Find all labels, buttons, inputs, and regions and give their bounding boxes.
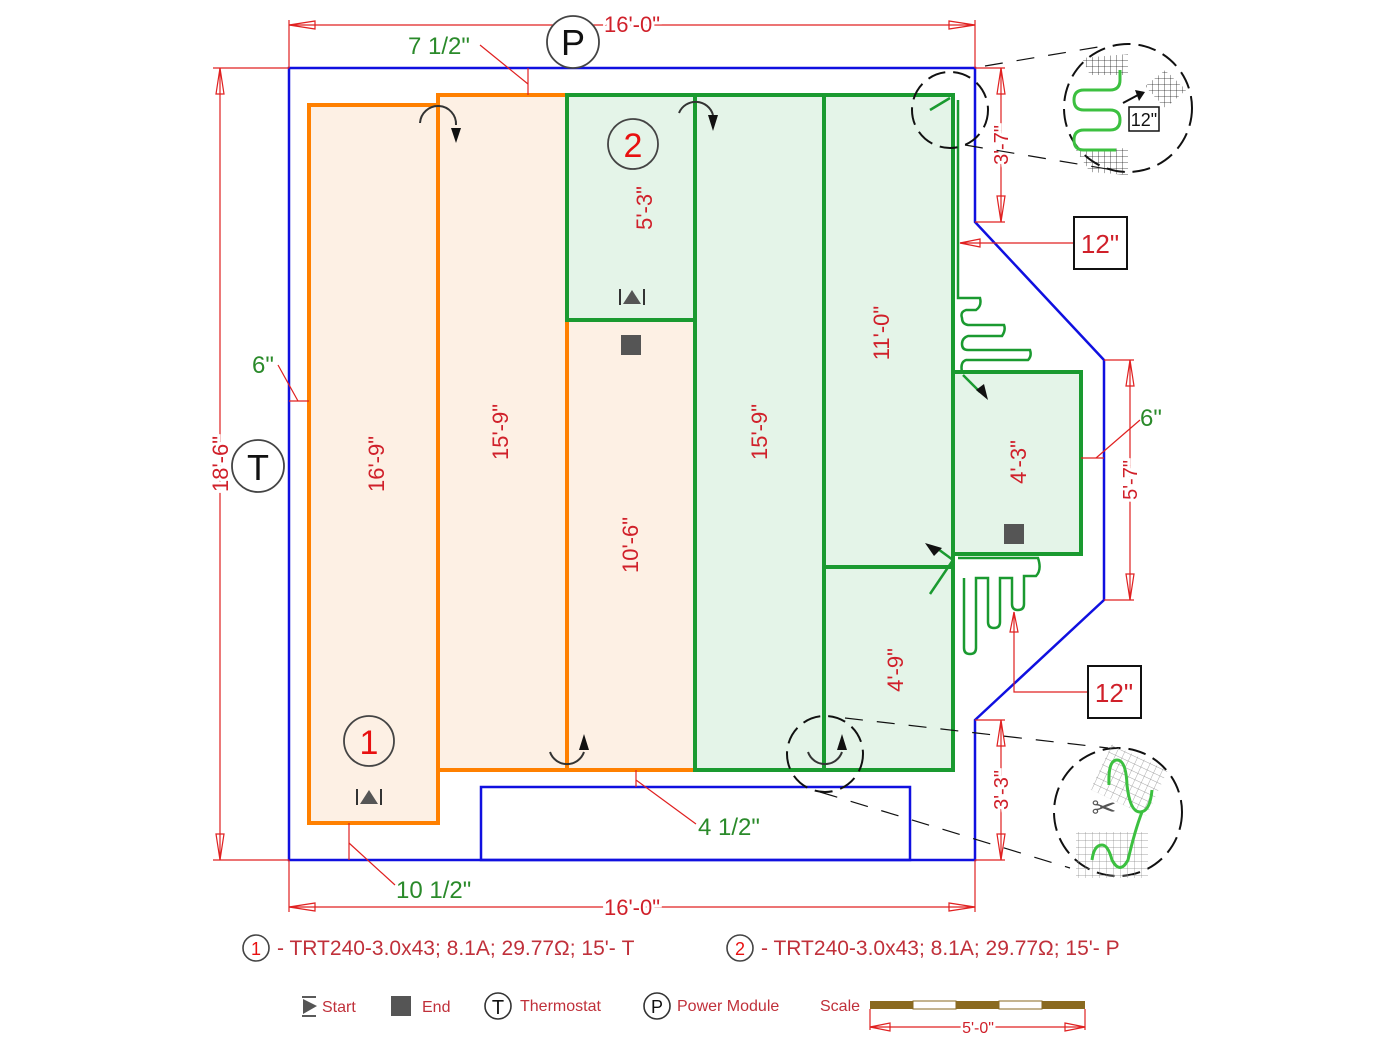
arrow-diagonal-icon: [925, 543, 942, 556]
callout-lower-text: 12": [1095, 678, 1133, 708]
end-marker-zone1: [621, 335, 641, 355]
zone1-run-2[interactable]: [436, 93, 569, 772]
turn-arrows: [419, 100, 843, 766]
svg-text:P: P: [561, 22, 585, 63]
spec-line-1: 1 - TRT240-3.0x43; 8.1A; 29.77Ω; 15'- T: [242, 934, 635, 962]
legend-thermostat-icon: [484, 992, 512, 1020]
svg-text:P: P: [651, 997, 663, 1017]
scissors-icon: ✂: [1091, 792, 1116, 825]
zone2-badge-number: 2: [624, 127, 643, 165]
detail-gap-text: 12": [1131, 110, 1157, 130]
svg-text:- TRT240-3.0x43; 8.1A; 29.77Ω;: - TRT240-3.0x43; 8.1A; 29.77Ω; 15'- P: [761, 937, 1120, 960]
arrow-diagonal-icon: [976, 384, 988, 400]
zone2-run-3[interactable]: [822, 93, 955, 569]
spec-line-2: 2 - TRT240-3.0x43; 8.1A; 29.77Ω; 15'- P: [726, 934, 1120, 962]
legend-power-icon: [643, 992, 671, 1020]
start-marker-zone2: [619, 289, 645, 305]
detail-gap: 12": [1072, 54, 1186, 175]
legend-end-icon: [391, 996, 411, 1016]
clearance-top: 7 1/2": [408, 33, 470, 60]
svg-text:T: T: [247, 447, 269, 488]
scale-length: 5'-0": [962, 1020, 994, 1037]
zone2-run2-length: 15'-9": [747, 404, 772, 460]
dim-left-height: 18'-6": [208, 436, 233, 492]
zone2-run-2[interactable]: [693, 93, 826, 772]
zone2-run1-length: 5'-3": [632, 186, 657, 230]
zone1-run3-length: 10'-6": [618, 517, 643, 573]
cable-serpentine-lower: [958, 556, 1041, 656]
zone2-run-4[interactable]: [951, 370, 1083, 556]
end-marker-zone2: [1004, 524, 1024, 544]
legend-scale-label: Scale: [820, 998, 860, 1015]
zone1-badge: [343, 715, 395, 767]
clearance-bottom-left: 10 1/2": [396, 877, 471, 904]
zone-2: [565, 93, 1083, 772]
dim-right-middle: 5'-7": [1120, 460, 1142, 500]
arrow-up-icon: [579, 734, 589, 750]
dim-right-upper: 3'-7": [991, 125, 1013, 165]
zone1-run2-length: 15'-9": [488, 404, 513, 460]
arrow-down-icon: [451, 128, 461, 143]
svg-text:1: 1: [251, 939, 261, 959]
arrow-up-icon: [837, 734, 847, 750]
clearance-bottom-mid: 4 1/2": [698, 814, 760, 841]
zone2-run5-length: 4'-9": [883, 648, 908, 692]
fixture-cabinet: [479, 785, 912, 862]
detail-cut: ✂: [1076, 744, 1168, 878]
thermostat-icon: T: [231, 439, 285, 493]
zone2-run3-length: 11'-0": [869, 306, 894, 360]
legend: Start End T Thermostat P Power Module Sc…: [302, 992, 1086, 1040]
legend-thermostat: Thermostat: [520, 998, 601, 1015]
callout-upper-text: 12": [1081, 229, 1119, 259]
dim-top-width: 16'-0": [604, 12, 660, 37]
callout-box-upper: [1073, 216, 1128, 270]
legend-end: End: [422, 999, 450, 1016]
arrow-down-icon: [708, 115, 718, 131]
scale-bar: 5'-0": [869, 1000, 1086, 1040]
zone1-run-1[interactable]: [307, 103, 440, 825]
zone1-run1-length: 16'-9": [364, 436, 389, 492]
start-marker-zone1: [356, 789, 382, 805]
callout-box-lower: [1087, 665, 1142, 719]
dim-right-lower: 3'-3": [991, 770, 1013, 810]
cable-serpentine-upper: [956, 100, 1032, 373]
clearance-left: 6": [252, 352, 274, 379]
power-module-icon: P: [546, 15, 600, 69]
zone2-run4-length: 4'-3": [1006, 440, 1031, 484]
zone1-badge-number: 1: [360, 724, 379, 762]
zone2-run-5[interactable]: [822, 565, 955, 772]
zone2-badge: [607, 118, 659, 170]
svg-text:- TRT240-3.0x43; 8.1A; 29.77Ω;: - TRT240-3.0x43; 8.1A; 29.77Ω; 15'- T: [277, 937, 635, 960]
svg-text:2: 2: [735, 939, 745, 959]
dimensions: [213, 20, 1141, 912]
svg-text:T: T: [492, 997, 504, 1019]
clearance-right-bay: 6": [1140, 405, 1162, 432]
legend-start: Start: [322, 999, 356, 1016]
legend-power-module: Power Module: [677, 998, 779, 1015]
dim-bottom-width: 16'-0": [604, 895, 660, 920]
legend-start-icon: [302, 996, 317, 1017]
